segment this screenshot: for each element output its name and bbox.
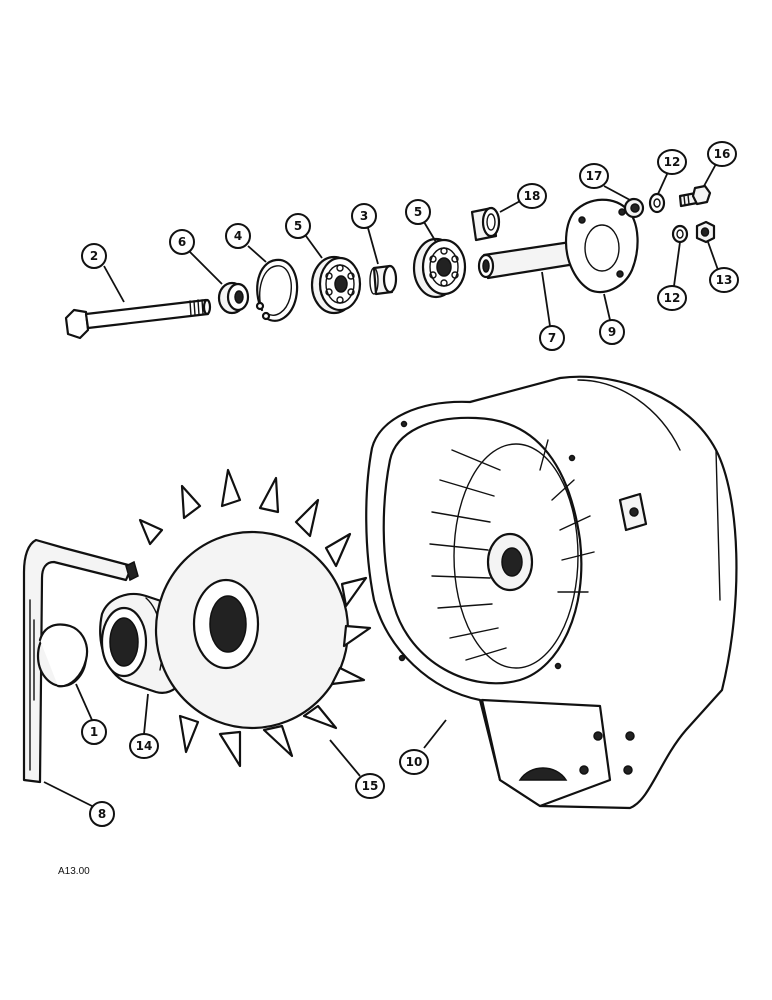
part-sleeve bbox=[369, 264, 398, 296]
svg-text:15: 15 bbox=[362, 779, 379, 793]
part-nut bbox=[695, 220, 716, 244]
callout-10: 10 bbox=[399, 749, 429, 775]
part-circlip bbox=[255, 258, 299, 322]
callout-2: 2 bbox=[81, 243, 107, 269]
svg-text:1: 1 bbox=[90, 725, 98, 739]
callout-5-right: 5 bbox=[405, 199, 431, 225]
callout-9: 9 bbox=[599, 319, 625, 345]
part-nut-small bbox=[623, 197, 645, 219]
callout-leaders bbox=[43, 163, 719, 809]
part-bolt bbox=[64, 298, 212, 340]
callout-18: 18 bbox=[517, 183, 547, 209]
callout-5-left: 5 bbox=[285, 213, 311, 239]
svg-text:2: 2 bbox=[90, 249, 98, 263]
svg-text:13: 13 bbox=[716, 273, 733, 287]
part-hex-key bbox=[22, 538, 139, 784]
callout-8: 8 bbox=[89, 801, 115, 827]
svg-text:7: 7 bbox=[548, 331, 556, 345]
svg-text:5: 5 bbox=[294, 219, 302, 233]
callout-1: 1 bbox=[81, 719, 107, 745]
svg-text:10: 10 bbox=[406, 755, 423, 769]
part-cap bbox=[36, 623, 89, 688]
part-mounting-plate bbox=[564, 198, 639, 294]
svg-text:4: 4 bbox=[234, 229, 242, 243]
part-blower-housing bbox=[365, 375, 738, 810]
svg-text:14: 14 bbox=[136, 739, 153, 753]
callout-13: 13 bbox=[709, 267, 739, 293]
svg-text:6: 6 bbox=[178, 235, 186, 249]
callout-6: 6 bbox=[169, 229, 195, 255]
callout-7: 7 bbox=[539, 325, 565, 351]
figure-reference-code: A13.00 bbox=[58, 866, 90, 877]
part-washer-upper bbox=[648, 192, 666, 214]
part-fan-impeller bbox=[138, 468, 372, 768]
callout-15: 15 bbox=[355, 773, 385, 799]
part-washer-lower bbox=[671, 224, 689, 244]
svg-text:12: 12 bbox=[664, 155, 681, 169]
svg-text:17: 17 bbox=[586, 169, 603, 183]
callout-12-lower: 12 bbox=[657, 285, 687, 311]
callout-3: 3 bbox=[351, 203, 377, 229]
callout-14: 14 bbox=[129, 733, 159, 759]
part-ball-bearing-left bbox=[310, 255, 362, 315]
part-bolt-small bbox=[678, 184, 712, 208]
callout-12-upper: 12 bbox=[657, 149, 687, 175]
svg-text:5: 5 bbox=[414, 205, 422, 219]
part-spacer-washer bbox=[217, 281, 250, 315]
part-ball-bearing-right bbox=[412, 237, 467, 299]
svg-text:8: 8 bbox=[98, 807, 106, 821]
callout-16: 16 bbox=[707, 141, 737, 167]
callout-17: 17 bbox=[579, 163, 609, 189]
svg-text:9: 9 bbox=[608, 325, 616, 339]
svg-text:16: 16 bbox=[714, 147, 731, 161]
callout-4: 4 bbox=[225, 223, 251, 249]
svg-text:12: 12 bbox=[664, 291, 681, 305]
svg-text:3: 3 bbox=[360, 209, 368, 223]
svg-text:18: 18 bbox=[524, 189, 541, 203]
part-bushing bbox=[470, 206, 501, 242]
